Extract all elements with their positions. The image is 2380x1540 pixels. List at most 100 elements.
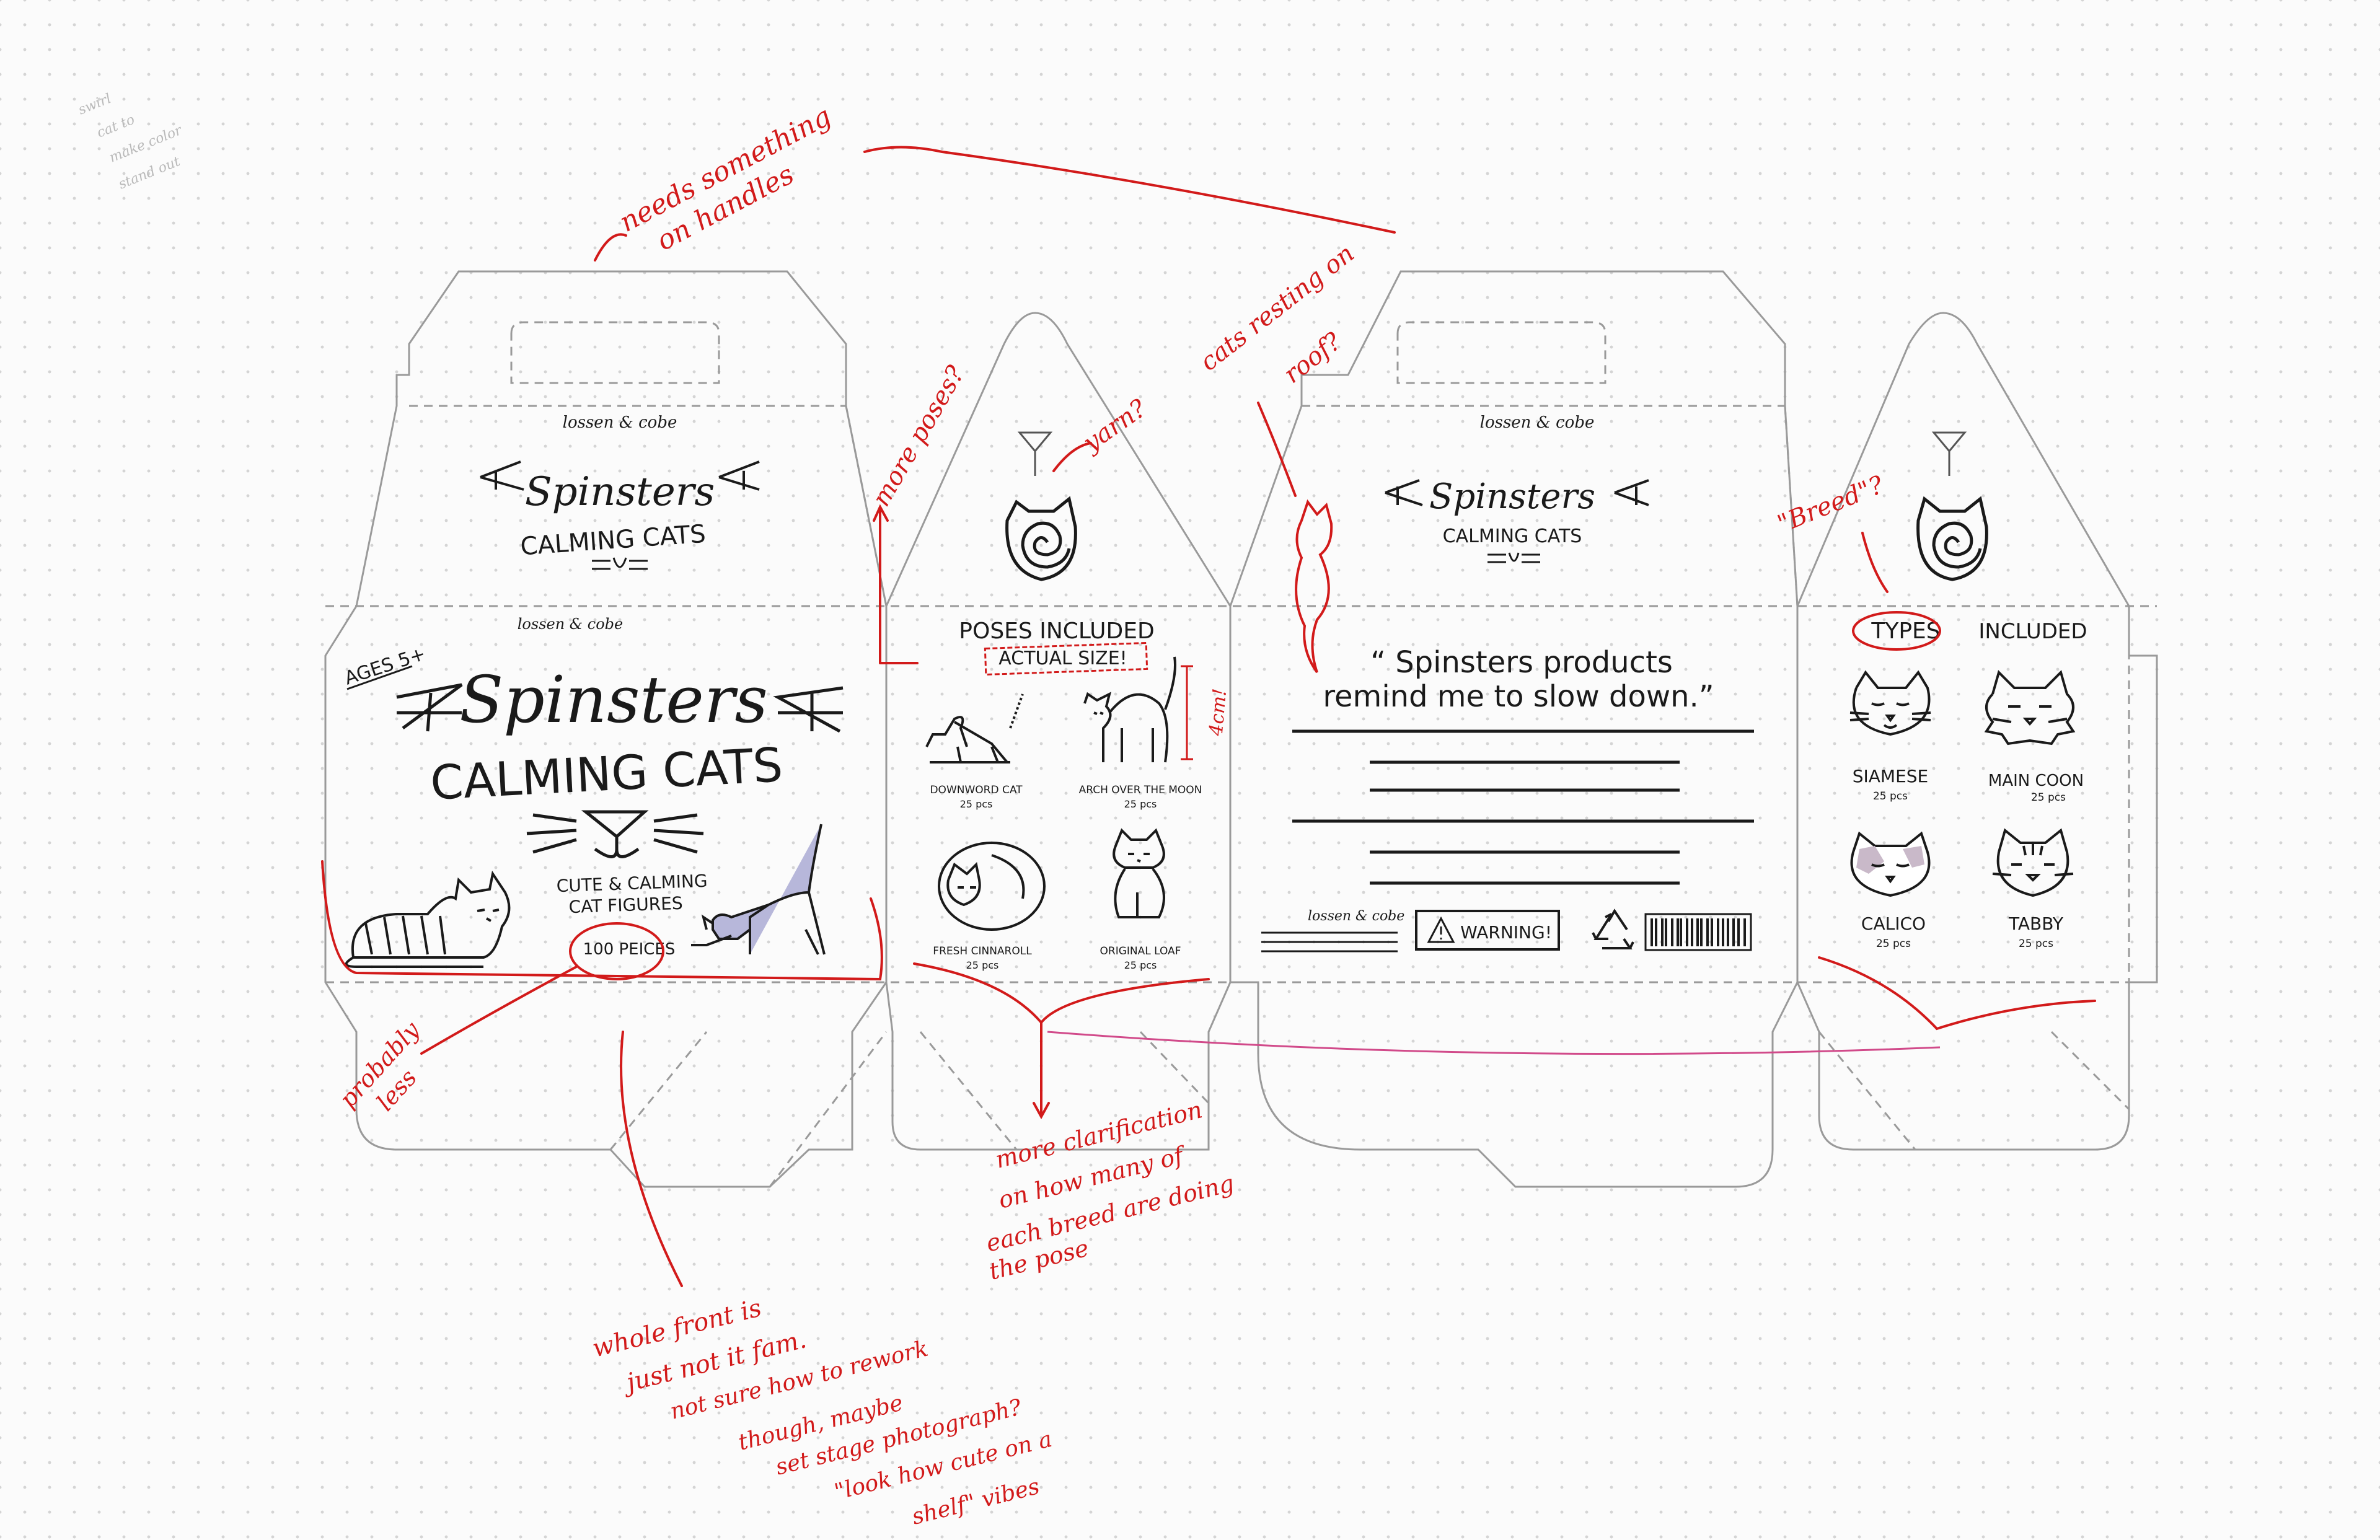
more-poses-arrow (873, 504, 919, 664)
roof-connector (1257, 402, 1297, 497)
height-note: 4cm! (1205, 688, 1232, 737)
panel3-flap-brand: lossen & cobe (1480, 413, 1595, 432)
pose3-count: 25 pcs (966, 959, 999, 971)
cat-nose-mouth-icon (526, 810, 704, 858)
pose2-count: 25 pcs (1124, 798, 1157, 810)
types-circle (1852, 611, 1941, 651)
warning-triangle-icon (1427, 916, 1455, 943)
panel3-handle-cutout (1396, 321, 1606, 384)
stretching-cat-illustration (691, 824, 826, 955)
tagline-line2: CAT FIGURES (568, 893, 683, 917)
panel1-front: lossen & cobe Spinsters CALMING CATS los… (342, 413, 844, 968)
panel1-flap-title: Spinsters (525, 469, 715, 515)
warning-box (1415, 910, 1560, 951)
panel2-hang-tab (1017, 431, 1053, 453)
type2-count: 25 pcs (2031, 791, 2066, 804)
breed-connector (1861, 532, 1889, 593)
front-bottom-bracket (321, 860, 883, 981)
type3-count: 25 pcs (1876, 938, 1911, 950)
loaf-cat-illustration (1113, 828, 1165, 918)
pose1-count: 25 pcs (960, 798, 993, 810)
whisker-left-icon (480, 460, 524, 491)
probably-less-connector (420, 966, 578, 1055)
panel1-handle-cutout (510, 321, 720, 384)
panel3-flap-subtitle: CALMING CATS (1443, 526, 1582, 547)
panel2-outline (885, 312, 1232, 1151)
panel3-flap-title: Spinsters (1429, 477, 1595, 517)
note-more-poses: more poses? (867, 361, 971, 511)
siamese-cat-face-illustration (1849, 670, 1931, 736)
panel1-bottom-flap-folds (609, 1031, 888, 1187)
pink-connector-line (1047, 1031, 1941, 1055)
panel4-hang-tab (1931, 431, 1967, 453)
type4-count: 25 pcs (2019, 938, 2053, 950)
actual-size-label: ACTUAL SIZE! (998, 648, 1127, 669)
whisker-right-icon (718, 460, 760, 491)
downward-cat-illustration (925, 693, 1024, 763)
swirl-cat-logo-icon-2 (1916, 496, 1988, 581)
tagline-line1: CUTE & CALMING (556, 871, 708, 896)
types-heading-2: INCLUDED (1978, 619, 2087, 644)
footer-brand: lossen & cobe (1308, 909, 1404, 924)
poses-bracket (913, 962, 1210, 1025)
title-whisker-right-icon (773, 686, 844, 733)
panel3-back: lossen & cobe Spinsters CALMING CATS “ S… (1261, 413, 1754, 953)
whole-front-connector (620, 1031, 683, 1287)
panel3-outline (1229, 270, 1799, 1188)
lying-tabby-cat-illustration (345, 870, 511, 968)
pose2-name: ARCH OVER THE MOON (1079, 784, 1202, 796)
panel1-title: Spinsters (459, 662, 768, 737)
types-bracket (1818, 956, 2096, 1031)
body-copy-lines (1292, 729, 1754, 885)
note-cats-roof-2: roof? (1279, 327, 1347, 389)
panel4-types: TYPES INCLUDED SIAMESE 25 pcs MAIN COON … (1849, 496, 2087, 950)
note-yarn: yarn? (1077, 394, 1152, 459)
ages-label: AGES 5+ (342, 643, 428, 690)
tabby-cat-face-illustration (1992, 828, 2074, 897)
swirl-cat-logo-icon (1005, 496, 1077, 581)
pencil-line-2: cat to (95, 112, 137, 141)
type2-name: MAIN COON (1988, 772, 2084, 790)
annotation-text: needs something on handles more poses? y… (334, 100, 1888, 1530)
title-whisker-left-icon (396, 683, 463, 732)
quote-line2: remind me to slow down.” (1323, 679, 1714, 714)
panel1-flap-brand: lossen & cobe (563, 413, 677, 432)
barcode-icon (1644, 913, 1752, 951)
quote-line1: “ Spinsters products (1370, 645, 1673, 680)
yarn-connector (1052, 442, 1092, 472)
warning-label: WARNING! (1460, 922, 1552, 943)
pose4-count: 25 pcs (1124, 959, 1157, 971)
calico-cat-face-illustration (1850, 831, 1931, 897)
type3-name: CALICO (1861, 913, 1926, 934)
handles-long-connector (863, 146, 1396, 234)
arched-cat-illustration (1083, 656, 1176, 763)
recycle-icon (1592, 909, 1634, 949)
roof-cat-sketch (1295, 499, 1333, 674)
handles-connector (594, 233, 627, 262)
panel2-poses: POSES INCLUDED ACTUAL SIZE! DOWNWORD CAT… (925, 496, 1232, 971)
type4-name: TABBY (2008, 913, 2064, 934)
curled-cat-illustration (938, 842, 1046, 931)
pencil-note: swirl cat to make color stand out (76, 91, 185, 193)
panel1-front-brand: lossen & cobe (518, 615, 624, 633)
dieline (324, 270, 2158, 1188)
panel1-flap-logo: Spinsters CALMING CATS (480, 460, 760, 570)
clarify-arrow (1033, 1021, 1050, 1120)
maine-coon-cat-face-illustration (1984, 670, 2076, 746)
panel1-subtitle: CALMING CATS (429, 737, 784, 811)
poses-heading: POSES INCLUDED (959, 618, 1154, 644)
annotation-strokes (321, 146, 2096, 1287)
pieces-circle (569, 922, 664, 980)
pose1-name: DOWNWORD CAT (930, 784, 1023, 796)
panel4-outline (1796, 312, 2158, 1151)
back-cat-face-small-icon (1488, 552, 1540, 563)
back-whisker-right-icon (1614, 479, 1649, 506)
pieces-count: 100 PEICES (583, 940, 676, 959)
type1-count: 25 pcs (1873, 790, 1908, 803)
panel1-flap-subtitle: CALMING CATS (519, 520, 707, 561)
pose3-name: FRESH CINNAROLL (933, 945, 1032, 957)
back-whisker-left-icon (1385, 479, 1423, 506)
types-heading-1: TYPES (1871, 618, 1940, 644)
